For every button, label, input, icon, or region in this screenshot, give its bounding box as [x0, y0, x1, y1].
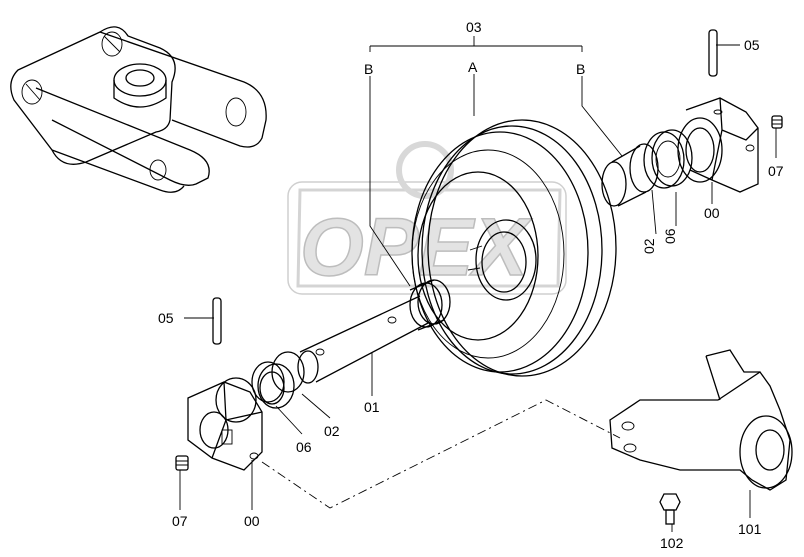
label-b-right: B	[576, 61, 585, 77]
group-bracket	[369, 36, 583, 52]
idler-yoke	[609, 349, 793, 491]
left-bearing-block	[187, 377, 263, 471]
label-b-left: B	[364, 61, 373, 77]
label-02-left: 02	[324, 423, 340, 439]
label-05-right: 05	[744, 37, 760, 53]
leader-lines	[179, 44, 777, 532]
right-collar-seal	[601, 129, 693, 207]
label-03: 03	[466, 19, 482, 35]
left-collar-seal	[251, 351, 305, 409]
label-01: 01	[364, 399, 380, 415]
label-101: 101	[738, 521, 762, 537]
label-06-right: 06	[662, 228, 678, 244]
yoke-bolt	[659, 493, 681, 525]
left-set-screw	[175, 455, 189, 471]
label-00-left: 00	[244, 513, 260, 529]
label-07-right: 07	[768, 163, 784, 179]
left-pin	[212, 297, 222, 345]
label-00-right: 00	[704, 205, 720, 221]
part-labels: 03 A B B 05 07 00 06 02 05 01 02 06 07 0…	[158, 19, 784, 551]
label-06-left: 06	[296, 439, 312, 455]
idler-wheel	[411, 119, 617, 377]
right-bearing-block	[677, 97, 759, 193]
shaft-part	[297, 279, 451, 384]
watermark-text: OPEX	[300, 202, 532, 293]
label-05-left: 05	[158, 310, 174, 326]
label-07-left: 07	[172, 513, 188, 529]
label-a: A	[468, 59, 478, 75]
right-pin	[708, 29, 718, 77]
watermark-logo: OPEX	[287, 141, 567, 295]
label-102: 102	[660, 535, 684, 551]
right-set-screw	[771, 115, 783, 129]
label-02-right: 02	[641, 238, 657, 254]
track-link-frame	[10, 26, 267, 193]
